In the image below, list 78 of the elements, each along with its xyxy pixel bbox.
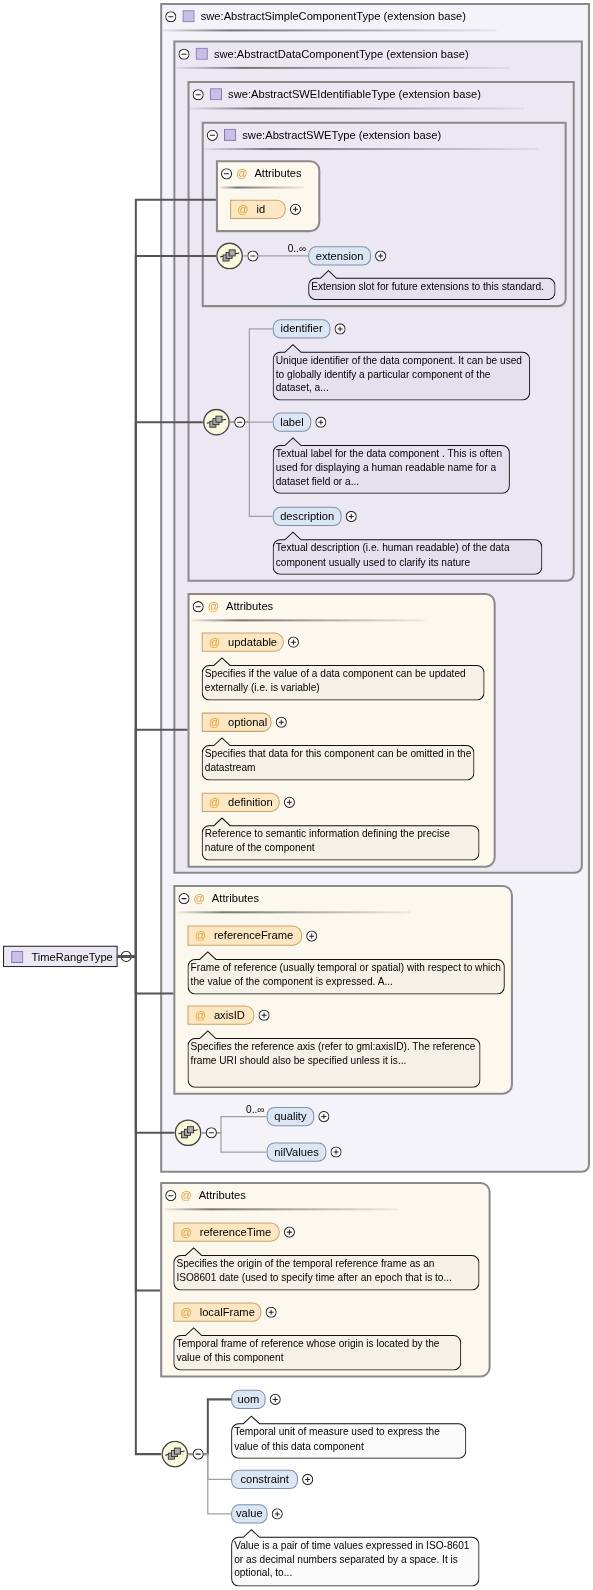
documentation-callout: Frame of reference (usually temporal or spatial) with respect to which the value of the component is expressed. A... [187,950,505,995]
type-box [3,945,118,968]
element-box: quality [266,1106,315,1127]
attribute-box [187,1005,255,1025]
attribute-box [201,792,280,812]
element-box: identifier [272,319,331,339]
group-title: Attributes [254,166,302,181]
group-title: Attributes [198,1188,246,1203]
documentation-callout: Specifies the origin of the temporal reference frame as an ISO8601 date (used to specify time after an epoch that is to... [173,1246,480,1291]
connector [187,1453,232,1515]
attribute-symbol: @ [180,1224,192,1240]
attribute-box [173,1222,280,1242]
documentation-callout: Unique identifier of the data component. It can be used to globally identify a particular component of the dataset, a... [272,343,531,401]
documentation-callout: Value is a pair of time values expressed in ISO-8601 or as decimal numbers separated by a space. It is optional, to... [231,1528,480,1587]
documentation-callout: Specifies the reference axis (refer to gml:axisID). The reference frame URI should also be specified unless it is... [187,1029,481,1088]
attributes-group [215,160,321,233]
sequence-icon [174,1119,202,1147]
attributes-group [187,593,496,868]
attribute-box [173,1302,262,1322]
attribute-symbol: @ [208,714,221,730]
attribute-name: axisID [213,1007,245,1023]
group-title: Attributes [211,891,259,906]
sequence-icon [202,408,231,436]
attribute-box [201,632,284,652]
edge-label: 0..∞ [287,242,307,254]
attribute-symbol: @ [236,166,248,181]
type-box [201,121,567,308]
element-box: nilValues [266,1142,327,1162]
type-box [187,81,575,582]
attribute-symbol: @ [237,201,249,217]
type-name: swe:AbstractSimpleComponentType (extension base) [200,9,466,24]
attributes-group [173,884,513,1095]
documentation-callout: Specifies if the value of a data component can be updated externally (i.e. is variable) [201,656,485,701]
group-title: Attributes [226,599,274,614]
attribute-name: localFrame [199,1304,255,1320]
attribute-name: definition [228,794,273,810]
type-box [173,40,583,874]
element-box: uom [231,1389,266,1409]
type-name: swe:AbstractDataComponentType (extension base) [213,46,469,61]
attribute-box [187,925,303,946]
attribute-symbol: @ [208,794,221,810]
attribute-name: optional [228,714,268,730]
documentation-callout: Textual label for the data component . This is often used for displaying a human readable name for a dataset field or a... [272,436,510,494]
documentation-callout: Textual description (i.e. human readable) of the data component usually used to clarify its nature [272,531,543,575]
type-name: TimeRangeType [31,949,113,964]
sequence-icon [215,242,244,270]
documentation-callout: Reference to semantic information defining the precise nature of the component [201,817,480,861]
documentation-callout: Extension slot for future extensions to this standard. [308,269,556,301]
element-box: description [272,506,342,527]
documentation-callout: Temporal frame of reference whose origin is located by the value of this component [173,1326,462,1371]
connector [242,255,309,257]
attribute-symbol: @ [180,1188,192,1203]
attribute-symbol: @ [208,634,221,650]
attribute-symbol: @ [207,599,220,614]
element-box: constraint [231,1469,298,1490]
element-box: label [272,412,312,432]
attribute-symbol: @ [194,1007,206,1023]
attribute-name: referenceTime [199,1224,272,1240]
attribute-symbol: @ [193,891,205,906]
sequence-icon [161,1440,189,1468]
documentation-callout: Temporal unit of measure used to express the value of this data component [231,1415,467,1459]
documentation-callout: Specifies that data for this component can be omitted in the datastream [201,736,475,781]
edge-label: 0..∞ [246,1103,265,1115]
attribute-name: referenceFrame [213,927,294,943]
type-box [160,3,590,1173]
attribute-box [230,199,286,219]
connector [201,1132,268,1153]
attribute-symbol: @ [180,1304,192,1320]
attribute-name: updatable [228,634,278,650]
type-name: swe:AbstractSWEType (extension base) [242,127,442,142]
attribute-box [201,712,272,732]
element-box: value [231,1504,268,1524]
type-name: swe:AbstractSWEIdentifiableType (extension base) [228,87,481,102]
attributes-group [160,1181,491,1378]
attribute-name: id [256,201,266,217]
attribute-symbol: @ [194,927,206,943]
element-box: extension [308,246,371,266]
connector [229,421,274,518]
